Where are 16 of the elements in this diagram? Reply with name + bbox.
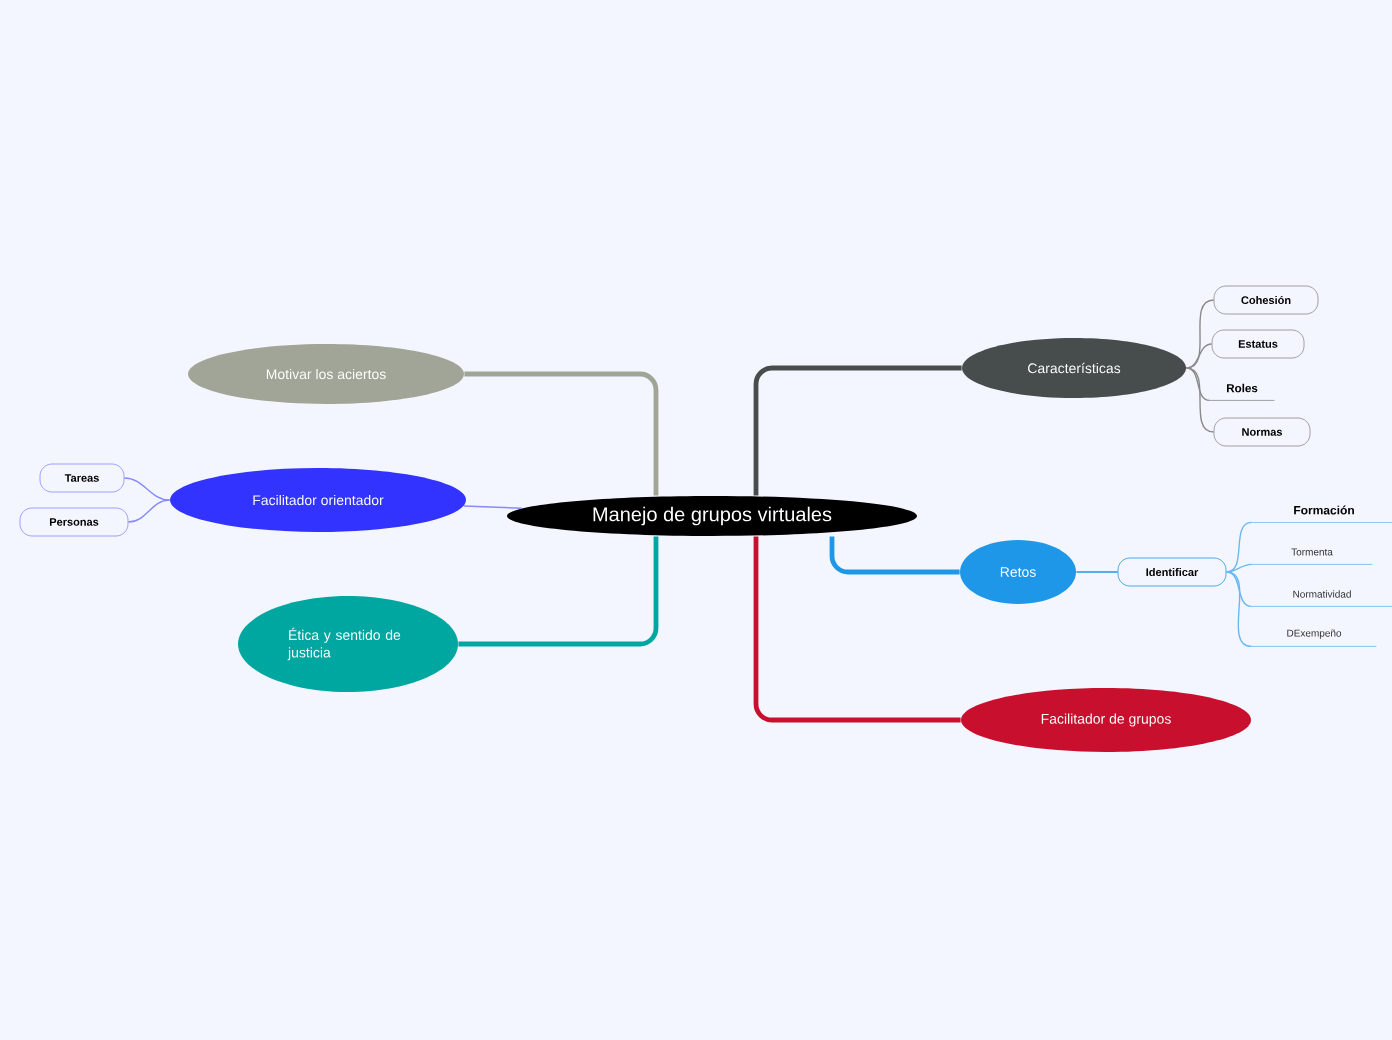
connector xyxy=(1185,343,1213,369)
connector xyxy=(1225,521,1253,573)
connector xyxy=(1075,571,1119,573)
connector xyxy=(1225,571,1253,608)
connector xyxy=(1185,299,1215,369)
connector xyxy=(123,477,171,501)
connector xyxy=(458,536,659,647)
connector xyxy=(1185,367,1211,402)
connector xyxy=(127,499,171,523)
connector xyxy=(753,536,961,723)
connector xyxy=(464,371,659,496)
connector xyxy=(1225,563,1253,573)
connector xyxy=(1225,571,1253,648)
connector xyxy=(463,505,523,509)
connector xyxy=(1185,367,1215,433)
connector xyxy=(753,365,962,496)
